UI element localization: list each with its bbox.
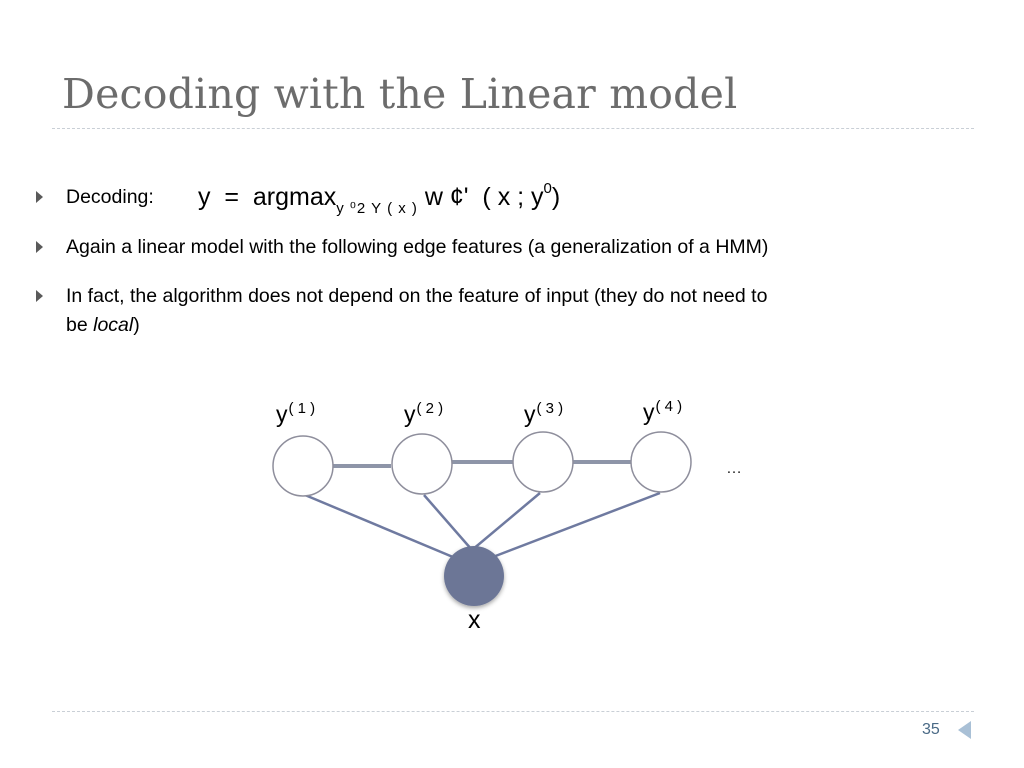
bullet-arrow-icon (36, 290, 43, 302)
bullet-decoding-label: Decoding: (66, 186, 154, 208)
node-y3 (512, 431, 574, 493)
formula-subscript: y ⁰2 Y ( x ) (336, 200, 418, 217)
formula-lhs: y = argmax (198, 183, 337, 211)
formula-superscript: 0 (543, 180, 552, 197)
bullet-linear-model: Again a linear model with the following … (66, 236, 769, 258)
previous-slide-icon[interactable] (958, 721, 971, 739)
node-y2 (391, 433, 453, 495)
formula-rhs: w ¢' ( x ; y (417, 183, 544, 211)
decoding-formula: y = argmaxy ⁰2 Y ( x ) w ¢' ( x ; y0) (198, 180, 560, 217)
bullet-in-fact-line1: In fact, the algorithm does not depend o… (66, 285, 768, 307)
input-edge-3 (471, 492, 541, 551)
bullet-arrow-icon (36, 241, 43, 253)
input-edge-1 (304, 493, 473, 567)
bullet-in-fact: In fact, the algorithm does not depend o… (66, 282, 946, 340)
node-y4 (630, 431, 692, 493)
node-label-y2: y( 2 ) (404, 400, 444, 427)
footer-divider (52, 711, 974, 712)
node-label-y4: y( 4 ) (643, 398, 683, 425)
node-label-x: x (468, 606, 481, 634)
title-divider (52, 128, 974, 129)
node-x (444, 546, 504, 606)
node-y1 (272, 435, 334, 497)
slide-title: Decoding with the Linear model (62, 70, 738, 118)
chain-ellipsis: … (726, 460, 742, 477)
bullet-in-fact-line2: be local) (66, 314, 140, 336)
local-italic: local (93, 314, 134, 336)
input-edge-4 (471, 491, 661, 567)
page-number: 35 (922, 721, 940, 738)
node-label-y3: y( 3 ) (524, 400, 564, 427)
formula-close: ) (551, 183, 561, 211)
bullet-arrow-icon (36, 191, 43, 203)
input-edge-2 (423, 494, 473, 551)
node-label-y1: y( 1 ) (276, 400, 316, 427)
